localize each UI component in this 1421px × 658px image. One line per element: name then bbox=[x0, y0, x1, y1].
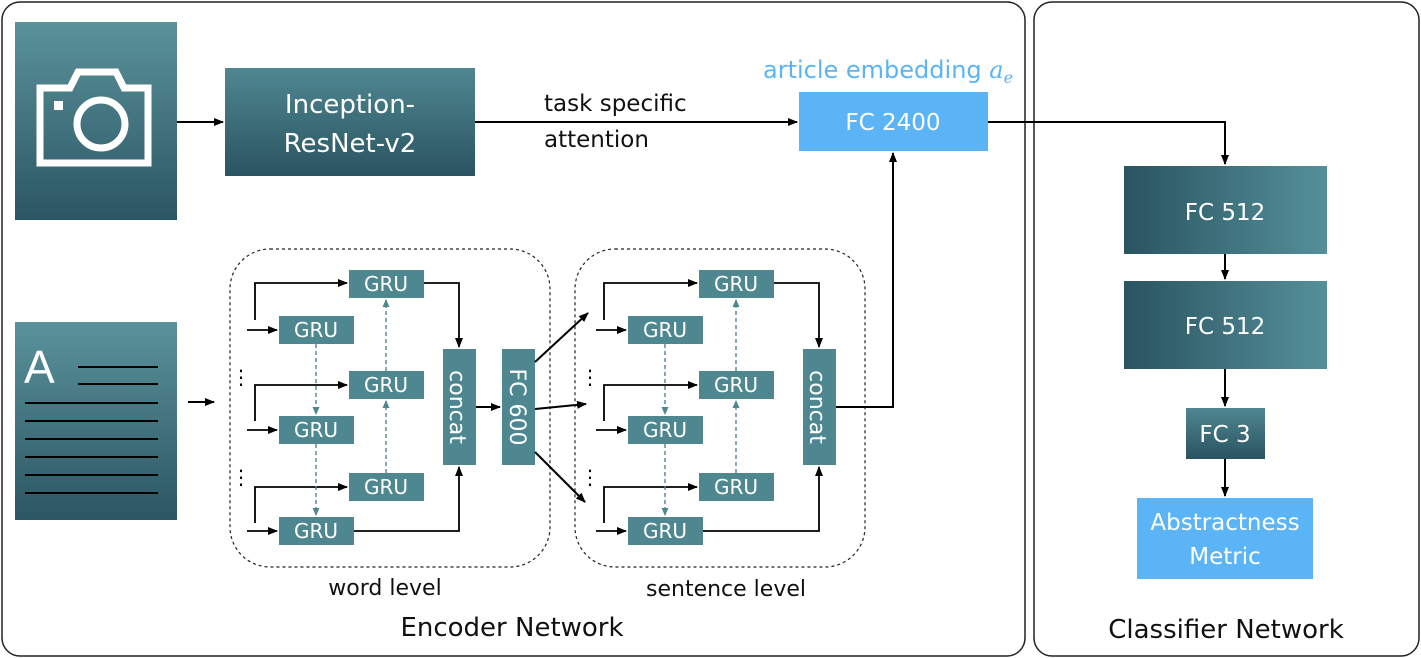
word-ellipsis: ⋮ bbox=[231, 365, 251, 389]
word-level-caption: word level bbox=[328, 576, 441, 601]
sentence-ellipsis: ⋮ bbox=[580, 465, 600, 489]
inception-label-line2: ResNet-v2 bbox=[284, 129, 417, 159]
abstractness-metric-line2: Metric bbox=[1189, 544, 1261, 570]
sentence-gru-bwd-1 bbox=[699, 270, 774, 298]
sentence-gru-fwd-1 bbox=[628, 316, 703, 344]
sentence-ellipsis: ⋮ bbox=[580, 365, 600, 389]
image-input-icon bbox=[15, 22, 177, 220]
arrow-fc2400-to-classifier bbox=[988, 121, 1229, 165]
word-concat-label: concat bbox=[444, 370, 469, 444]
fc3-label: FC 3 bbox=[1199, 422, 1250, 448]
word-gru-fwd-1 bbox=[279, 316, 354, 344]
sentence-gru-label: GRU bbox=[714, 475, 758, 499]
attention-label-line2: attention bbox=[544, 127, 649, 153]
arrow-sentence-concat-to-fc2400 bbox=[836, 152, 897, 408]
word-gru-label: GRU bbox=[364, 475, 408, 499]
fc2400-label: FC 2400 bbox=[845, 110, 940, 136]
text-icon-letter: A bbox=[24, 341, 55, 393]
sentence-concat-label: concat bbox=[804, 370, 829, 444]
arrow-fc600-to-sentence-2 bbox=[534, 400, 587, 410]
sentence-gru-bwd-2 bbox=[699, 371, 774, 399]
sentence-gru-label: GRU bbox=[643, 519, 687, 543]
abstractness-metric-block bbox=[1137, 498, 1313, 579]
word-gru-label: GRU bbox=[294, 519, 338, 543]
fc512-block-1 bbox=[1124, 166, 1327, 254]
word-concat-block bbox=[443, 349, 476, 465]
sentence-concat-block bbox=[803, 349, 836, 465]
sentence-gru-bwd-3 bbox=[699, 473, 774, 501]
sentence-level-group: GRU GRU GRU GRU GRU GRU concat ⋮ ⋮ bbox=[574, 248, 866, 568]
inception-block bbox=[225, 68, 475, 176]
attention-label-line1: task specific bbox=[544, 91, 687, 117]
fc512-label-1: FC 512 bbox=[1185, 200, 1266, 226]
fc600-block bbox=[502, 349, 535, 465]
word-gru-label: GRU bbox=[294, 318, 338, 342]
arrow-fc600-to-sentence-3 bbox=[534, 451, 586, 503]
word-ellipsis: ⋮ bbox=[231, 465, 251, 489]
word-gru-label: GRU bbox=[294, 418, 338, 442]
text-input-icon: A bbox=[15, 322, 177, 520]
word-gru-label: GRU bbox=[364, 272, 408, 296]
word-gru-label: GRU bbox=[364, 373, 408, 397]
word-gru-bwd-2 bbox=[349, 371, 424, 399]
word-gru-fwd-2 bbox=[279, 416, 354, 444]
fc2400-block bbox=[799, 92, 988, 151]
sentence-gru-label: GRU bbox=[643, 418, 687, 442]
sentence-gru-label: GRU bbox=[643, 318, 687, 342]
sentence-gru-label: GRU bbox=[714, 272, 758, 296]
sentence-gru-fwd-3 bbox=[628, 517, 703, 545]
classifier-network-title: Classifier Network bbox=[1108, 615, 1344, 645]
fc512-block-2 bbox=[1124, 281, 1327, 369]
fc3-block bbox=[1186, 408, 1265, 459]
word-level-group: GRU GRU GRU GRU GRU GRU concat bbox=[229, 248, 551, 568]
sentence-gru-label: GRU bbox=[714, 373, 758, 397]
encoder-network-title: Encoder Network bbox=[400, 613, 623, 643]
inception-label-line1: Inception- bbox=[285, 90, 415, 120]
word-gru-bwd-1 bbox=[349, 270, 424, 298]
camera-icon bbox=[36, 68, 152, 167]
fc600-label: FC 600 bbox=[504, 369, 529, 446]
embedding-caption: article embedding ae bbox=[763, 56, 1013, 87]
sentence-level-caption: sentence level bbox=[646, 577, 806, 602]
word-gru-bwd-3 bbox=[349, 473, 424, 501]
arrow-fc600-to-sentence-1 bbox=[534, 312, 589, 363]
abstractness-metric-line1: Abstractness bbox=[1150, 510, 1299, 536]
word-gru-fwd-3 bbox=[279, 517, 354, 545]
sentence-gru-fwd-2 bbox=[628, 416, 703, 444]
fc512-label-2: FC 512 bbox=[1185, 314, 1266, 340]
